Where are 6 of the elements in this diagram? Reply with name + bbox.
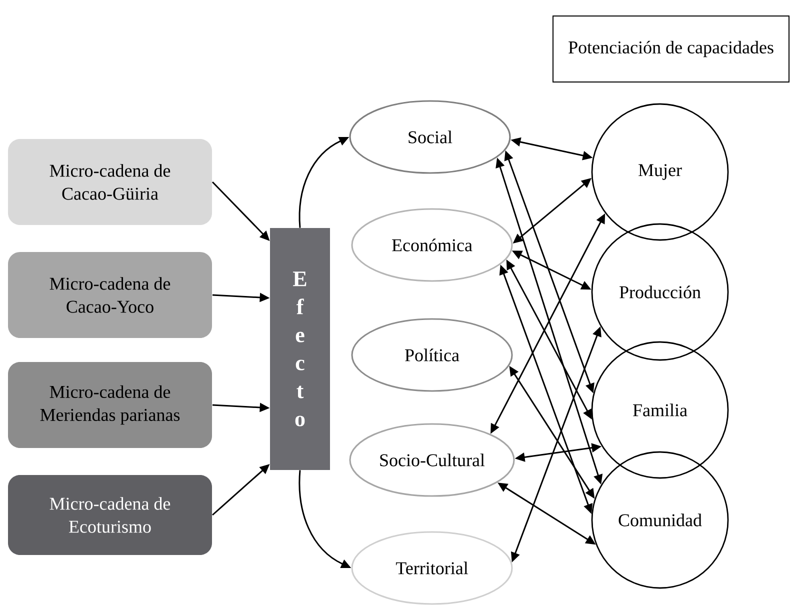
chain-box: Micro-cadena de Cacao-Yoco (8, 252, 212, 338)
effect-bar: Efecto (270, 228, 330, 470)
heading-box: Potenciación de capacidades (552, 16, 790, 82)
chain-box: Micro-cadena de Ecoturismo (8, 475, 212, 555)
chain-box: Micro-cadena de Meriendas parianas (8, 362, 212, 448)
chain-box: Micro-cadena de Cacao-Güiria (8, 139, 212, 225)
